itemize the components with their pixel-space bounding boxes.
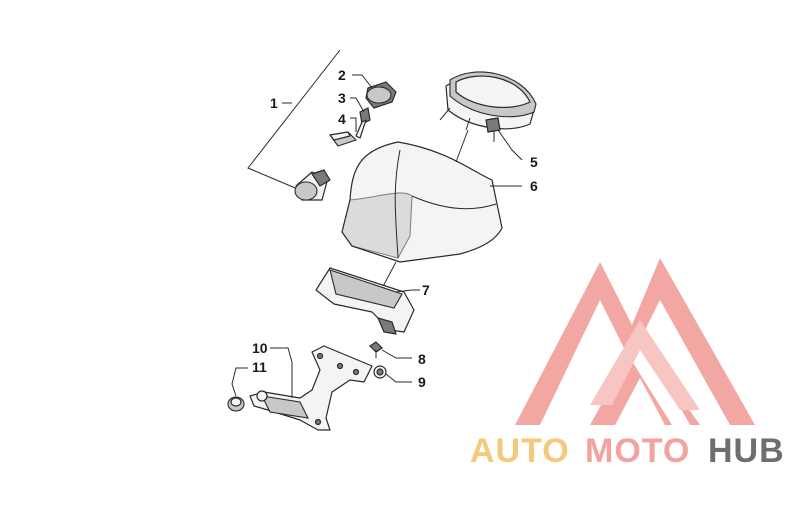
- part-7-inner-bezel: [315, 267, 415, 335]
- callout-6: 6: [530, 178, 538, 194]
- callout-11: 11: [252, 359, 267, 375]
- leader-7: [395, 289, 420, 293]
- callout-1: 1: [270, 95, 278, 111]
- callout-4: 4: [338, 111, 346, 127]
- axis-5-6: [455, 129, 469, 163]
- leader-2: [352, 74, 373, 89]
- leader-11: [231, 367, 248, 397]
- watermark-moto: MOTO: [585, 432, 690, 470]
- leader-5: [497, 129, 523, 161]
- leader-10: [270, 347, 293, 398]
- part-3-key-shaft: [355, 107, 371, 139]
- watermark-hub: HUB: [708, 432, 785, 470]
- watermark-logo: [515, 258, 755, 425]
- callout-2: 2: [338, 67, 346, 83]
- watermark-auto: AUTO: [470, 432, 570, 470]
- part-8-bolt: [369, 341, 383, 358]
- part-6-fairing: [341, 141, 503, 263]
- callout-3: 3: [338, 90, 346, 106]
- part-5-instrument-cluster: [439, 71, 537, 142]
- watermark-text: AUTO MOTO HUB: [470, 432, 785, 470]
- callout-5: 5: [530, 154, 538, 170]
- part-2-key-head: [365, 81, 397, 109]
- callout-7: 7: [422, 282, 430, 298]
- group-bracket-1: [247, 49, 341, 191]
- part-4-washer: [329, 131, 358, 147]
- leader-9: [385, 373, 412, 383]
- grommet-hole: [256, 390, 268, 402]
- callout-9: 9: [418, 374, 426, 390]
- leader-4: [350, 117, 357, 132]
- callout-8: 8: [418, 351, 426, 367]
- leader-8: [381, 349, 412, 359]
- leader-3: [350, 97, 365, 113]
- part-10-mounting-bracket: [249, 345, 373, 431]
- part-11-grommet: [227, 396, 245, 412]
- part-1-ignition-switch: [294, 169, 331, 201]
- callout-10: 10: [252, 340, 268, 356]
- part-9-nut: [373, 365, 387, 379]
